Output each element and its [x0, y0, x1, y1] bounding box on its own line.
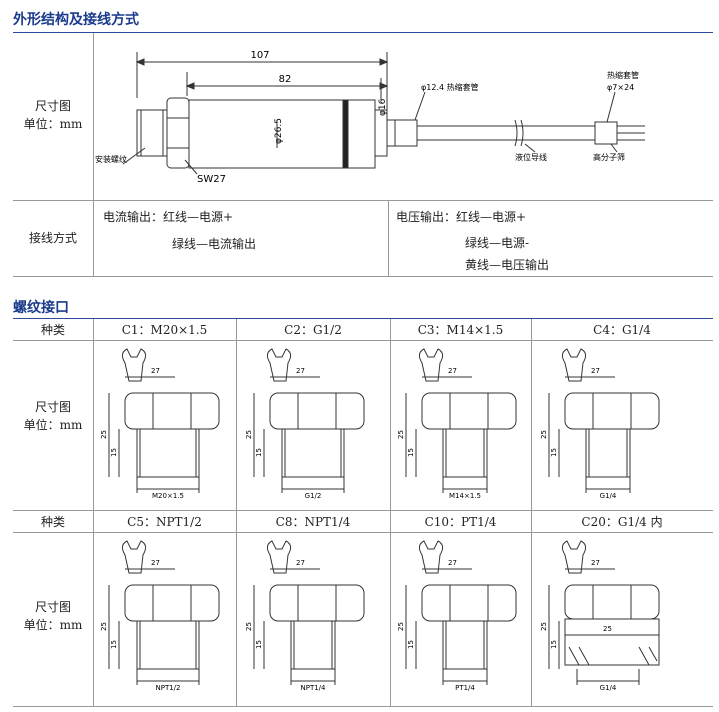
mount-thread-label: 安装螺纹	[95, 154, 127, 164]
thread-type-c10: C10：PT1/4	[424, 515, 497, 529]
thread-size-label: NPT1/4	[301, 684, 327, 692]
svg-text:25: 25	[603, 625, 612, 633]
divider	[13, 340, 713, 341]
dim-label-line2: 单位：mm	[23, 117, 83, 131]
thread-size-label: G1/2	[305, 492, 322, 500]
wiring-label: 接线方式	[28, 231, 77, 245]
thread-type-c4: C4：G1/4	[593, 323, 651, 337]
dim-label-line2: 单位：mm	[23, 418, 83, 432]
svg-text:15: 15	[110, 448, 118, 457]
svg-text:25: 25	[100, 430, 108, 439]
dim-16: φ16	[378, 98, 388, 116]
dim-label: 尺寸图 单位：mm	[13, 598, 93, 634]
svg-text:27: 27	[448, 559, 457, 567]
divider	[13, 510, 713, 511]
type-label: 种类	[40, 515, 65, 529]
sw-label: SW27	[197, 174, 226, 185]
shrink-tube-label: φ12.4 热缩套管	[421, 82, 479, 92]
dim-107: 107	[250, 50, 269, 61]
thread-type-c3: C3：M14×1.5	[417, 323, 504, 337]
dim-label: 尺寸图 单位：mm	[13, 97, 93, 133]
section-title-thread: 螺纹接口	[13, 300, 69, 316]
svg-text:25: 25	[245, 430, 253, 439]
polymer-label: 高分子筛	[593, 152, 625, 162]
voltage-wiring-line1: 电压输出：红线—电源+	[396, 210, 527, 224]
svg-text:15: 15	[255, 448, 263, 457]
svg-text:25: 25	[540, 430, 548, 439]
svg-text:25: 25	[397, 430, 405, 439]
svg-text:27: 27	[151, 559, 160, 567]
current-wiring-line2: 绿线—电流输出	[172, 237, 257, 251]
thread-type-c20: C20：G1/4 内	[581, 515, 663, 529]
voltage-wiring-line3: 黄线—电压输出	[465, 258, 550, 272]
divider	[388, 200, 389, 276]
svg-text:25: 25	[397, 622, 405, 631]
svg-text:27: 27	[448, 367, 457, 375]
svg-text:15: 15	[110, 640, 118, 649]
svg-text:15: 15	[255, 640, 263, 649]
thread-type-c1: C1：M20×1.5	[121, 323, 208, 337]
thread-type-c8: C8：NPT1/4	[275, 515, 351, 529]
dim-label-line1: 尺寸图	[34, 99, 71, 113]
thread-size-label: M20×1.5	[152, 492, 184, 500]
thread-type-c5: C5：NPT1/2	[127, 515, 202, 529]
dim-265: φ26.5	[274, 118, 284, 144]
sensor-outline-drawing: 107 82 φ26.5 φ16 φ12.4 热缩套管 热缩套管 φ7×24 安…	[95, 50, 645, 185]
dim-label-line1: 尺寸图	[34, 600, 71, 614]
divider	[13, 276, 713, 277]
section-rule	[13, 318, 713, 319]
svg-text:25: 25	[540, 622, 548, 631]
divider	[13, 532, 713, 533]
svg-text:27: 27	[591, 559, 600, 567]
type-label: 种类	[40, 323, 65, 337]
svg-text:25: 25	[100, 622, 108, 631]
thread-type-c2: C2：G1/2	[284, 323, 342, 337]
dim-82: 82	[279, 74, 292, 85]
svg-text:27: 27	[591, 367, 600, 375]
svg-text:25: 25	[245, 622, 253, 631]
svg-text:15: 15	[407, 448, 415, 457]
svg-text:15: 15	[550, 448, 558, 457]
thread-size-label: NPT1/2	[156, 684, 181, 692]
dim-label: 尺寸图 单位：mm	[13, 398, 93, 434]
thread-size-label: M14×1.5	[449, 492, 481, 500]
section-title-structure: 外形结构及接线方式	[13, 12, 139, 28]
shrink-tube2-label: 热缩套管	[607, 70, 639, 80]
dim-label-line2: 单位：mm	[23, 618, 83, 632]
thread-size-label: PT1/4	[455, 684, 475, 692]
svg-text:15: 15	[550, 640, 558, 649]
divider	[93, 319, 94, 706]
thread-size-label: G1/4	[600, 492, 617, 500]
divider	[93, 33, 94, 276]
divider	[13, 200, 713, 201]
voltage-wiring-line2: 绿线—电源-	[465, 236, 530, 250]
thread-size-label: G1/4	[600, 684, 617, 692]
section-rule	[13, 32, 713, 33]
svg-text:27: 27	[296, 559, 305, 567]
current-wiring-line1: 电流输出：红线—电源+	[103, 210, 234, 224]
svg-text:27: 27	[151, 367, 160, 375]
divider	[236, 319, 237, 706]
divider	[390, 319, 391, 706]
cable-label: 液位导线	[515, 152, 547, 162]
svg-text:27: 27	[296, 367, 305, 375]
svg-text:15: 15	[407, 640, 415, 649]
divider	[13, 706, 713, 707]
dim-label-line1: 尺寸图	[34, 400, 71, 414]
dim-7x24: φ7×24	[607, 83, 634, 92]
divider	[531, 319, 532, 706]
